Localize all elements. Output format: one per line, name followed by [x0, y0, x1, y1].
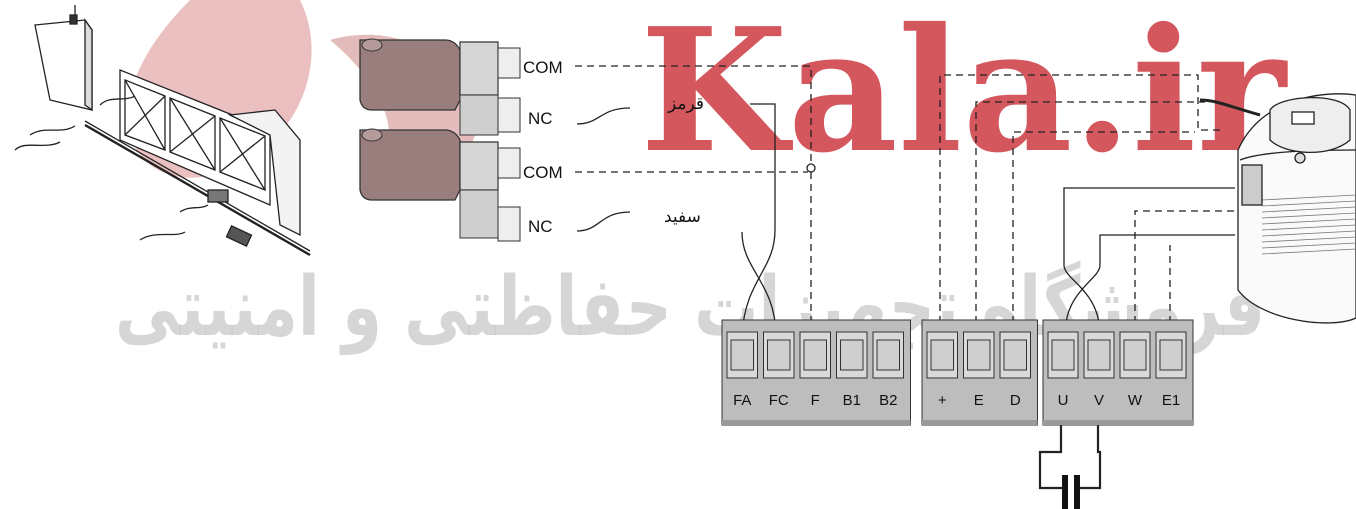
limit-switch-bottom — [359, 128, 521, 242]
terminal-block-base — [1043, 420, 1193, 425]
capacitor-symbol — [1062, 475, 1080, 509]
terminal-screw-inner — [840, 339, 864, 371]
gearmotor-illustration — [1237, 93, 1356, 324]
terminal-label-motor-0: U — [1058, 392, 1069, 409]
encoder-wire-d — [1012, 131, 1195, 335]
terminal-blocks: FA FC F B1 B2 + E D U V W E1 — [721, 319, 1194, 426]
terminal-label-encoder-0: + — [938, 392, 947, 409]
encoder-wire-e — [975, 101, 1205, 335]
capacitor-wire — [1038, 412, 1102, 490]
terminal-screw-inner — [1003, 339, 1027, 371]
nc-terminal-bottom — [497, 206, 521, 242]
terminal-label-limit-4: B2 — [879, 392, 897, 409]
terminal-screw-inner — [1159, 339, 1183, 371]
wire-red — [741, 103, 776, 336]
terminal-label-limit-2: F — [811, 392, 820, 409]
sliding-gate-illustration — [14, 5, 311, 257]
terminal-label-encoder-1: E — [974, 392, 984, 409]
nc-terminal-top — [497, 97, 521, 133]
motor-wire-u — [1064, 234, 1235, 336]
nc-bottom-leader — [576, 211, 631, 232]
terminal-screw-inner — [967, 339, 991, 371]
nc-top-leader — [576, 107, 631, 125]
com-label-bottom: COM — [523, 163, 563, 182]
terminal-block-base — [722, 420, 911, 425]
brand-watermark-text: Kala.ir — [640, 0, 1288, 191]
terminal-screw-inner — [730, 339, 754, 371]
terminal-block-base — [922, 420, 1038, 425]
terminal-label-limit-3: B1 — [843, 392, 861, 409]
terminal-screw-inner — [1123, 339, 1147, 371]
motor-wire-v — [1063, 187, 1235, 336]
com-label-top: COM — [523, 58, 563, 77]
motor-wire-w — [1134, 210, 1235, 335]
nc-label-bottom: NC — [528, 217, 553, 236]
terminal-label-motor-1: V — [1094, 392, 1104, 409]
com-terminal-top — [497, 47, 521, 79]
wire-label-white: سفید — [664, 207, 701, 227]
wiring — [575, 65, 1261, 490]
terminal-screw-inner — [1051, 339, 1075, 371]
terminal-label-encoder-2: D — [1010, 392, 1021, 409]
terminal-screw-inner — [767, 339, 791, 371]
terminal-screw-inner — [1087, 339, 1111, 371]
terminal-screw-inner — [876, 339, 900, 371]
terminal-screw-inner — [803, 339, 827, 371]
com-dashed-top — [575, 65, 812, 168]
wire-label-red: قرمز — [667, 94, 704, 114]
limit-switch-top — [359, 38, 521, 136]
motor-windings — [1261, 194, 1356, 255]
terminal-label-motor-2: W — [1128, 392, 1143, 409]
encoder-wire-plus — [939, 74, 1220, 335]
nc-label-top: NC — [528, 109, 553, 128]
terminal-screw-inner — [930, 339, 954, 371]
terminal-label-limit-0: FA — [733, 392, 751, 409]
terminal-label-limit-1: FC — [769, 392, 789, 409]
terminal-label-motor-3: E1 — [1162, 392, 1180, 409]
com-terminal-bottom — [497, 147, 521, 179]
wire-white — [741, 231, 777, 336]
